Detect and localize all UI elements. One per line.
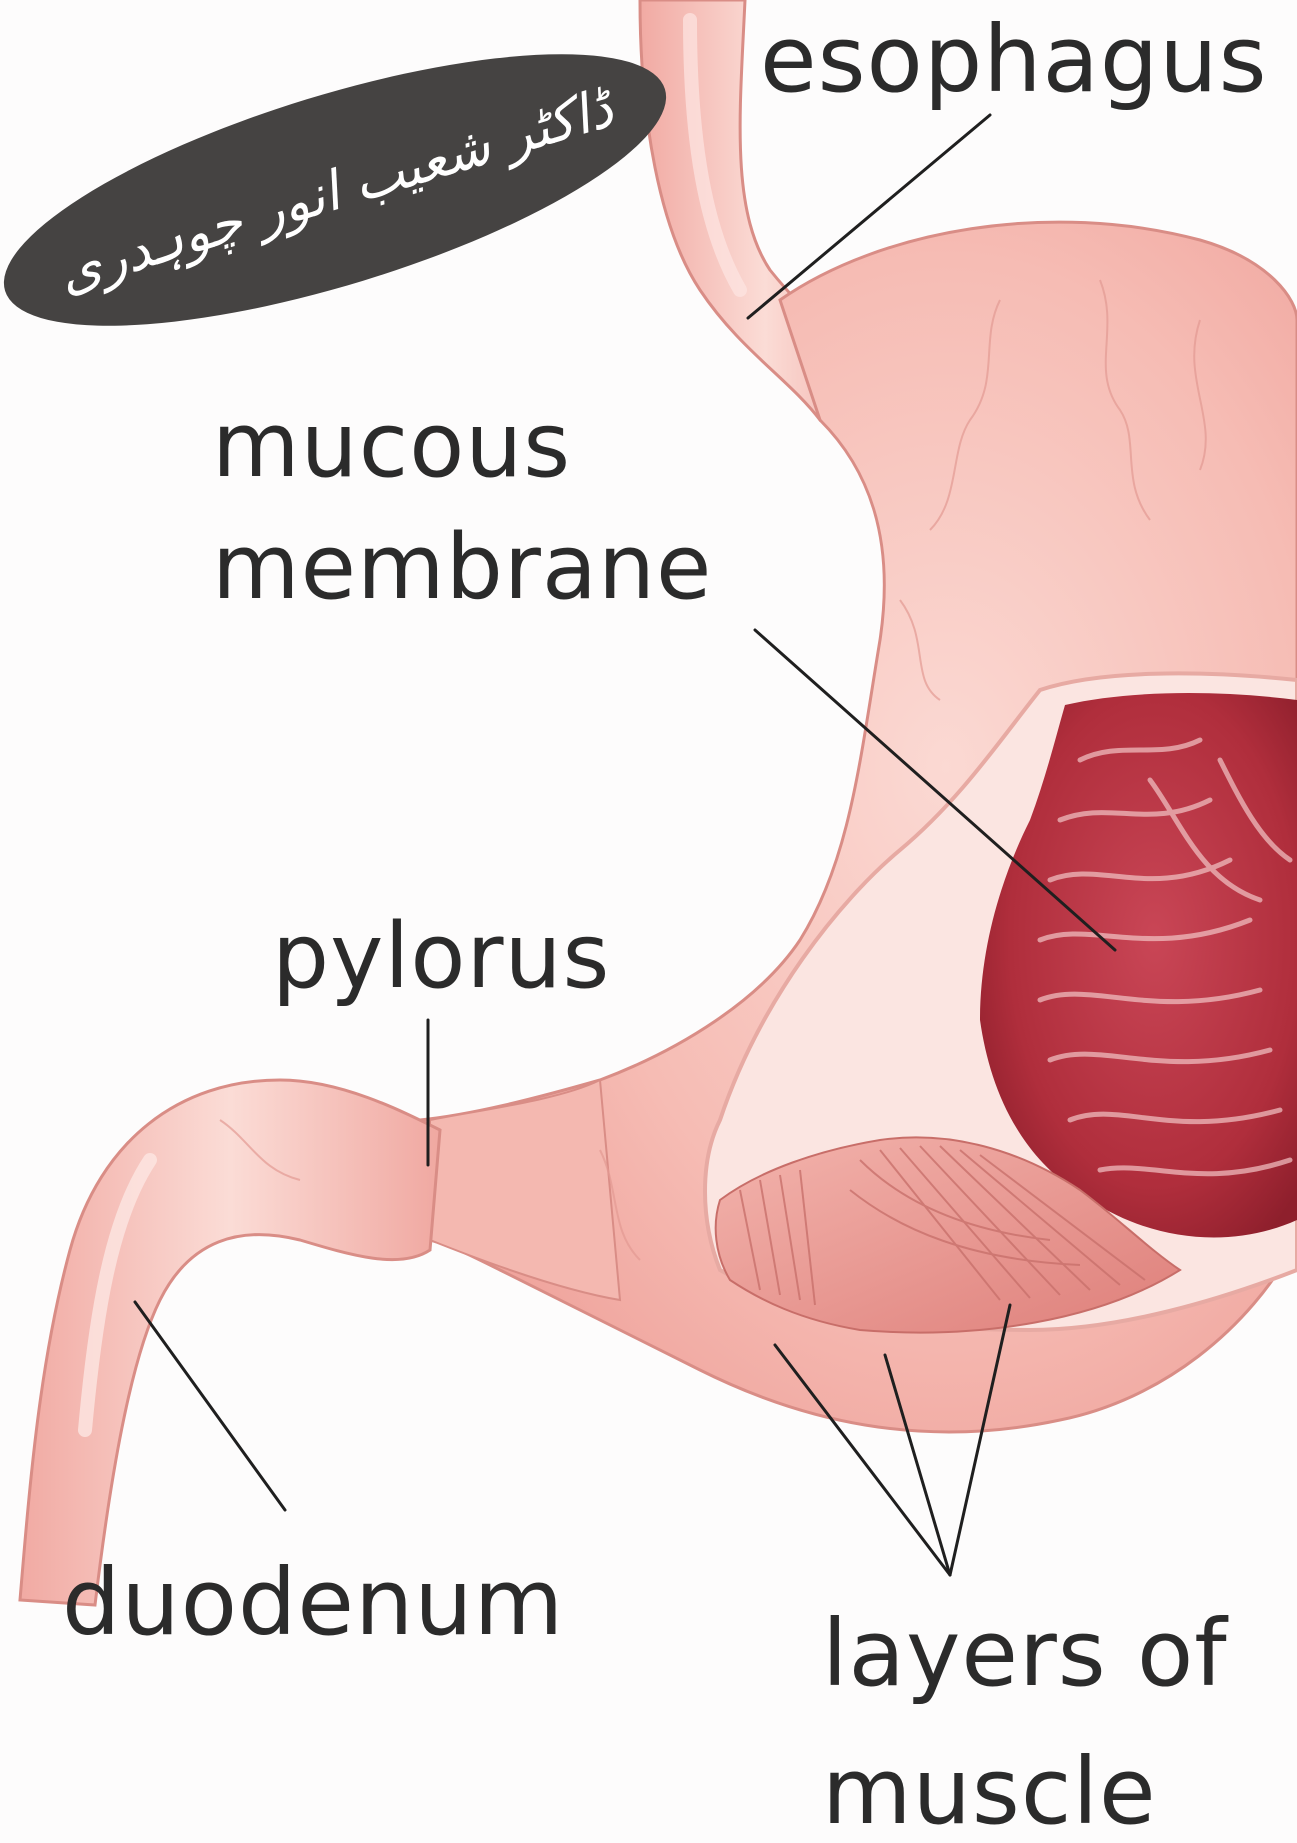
layers-of-muscle-label-line-1: layers of — [822, 1585, 1228, 1723]
pylorus-label: pylorus — [272, 910, 610, 1005]
duodenum-label: duodenum — [62, 1555, 564, 1652]
layers-of-muscle-label-line-2: muscle — [822, 1723, 1228, 1843]
mucous-membrane-label-line-2: membrane — [212, 507, 712, 629]
duodenum-pointer — [135, 1302, 285, 1510]
mucous-membrane-label: mucous membrane — [212, 385, 712, 628]
esophagus-label: esophagus — [760, 12, 1268, 109]
layers-of-muscle-label: layers of muscle — [822, 1585, 1228, 1843]
mucous-membrane-label-line-1: mucous — [212, 385, 712, 507]
duodenum-tube — [20, 1080, 440, 1605]
